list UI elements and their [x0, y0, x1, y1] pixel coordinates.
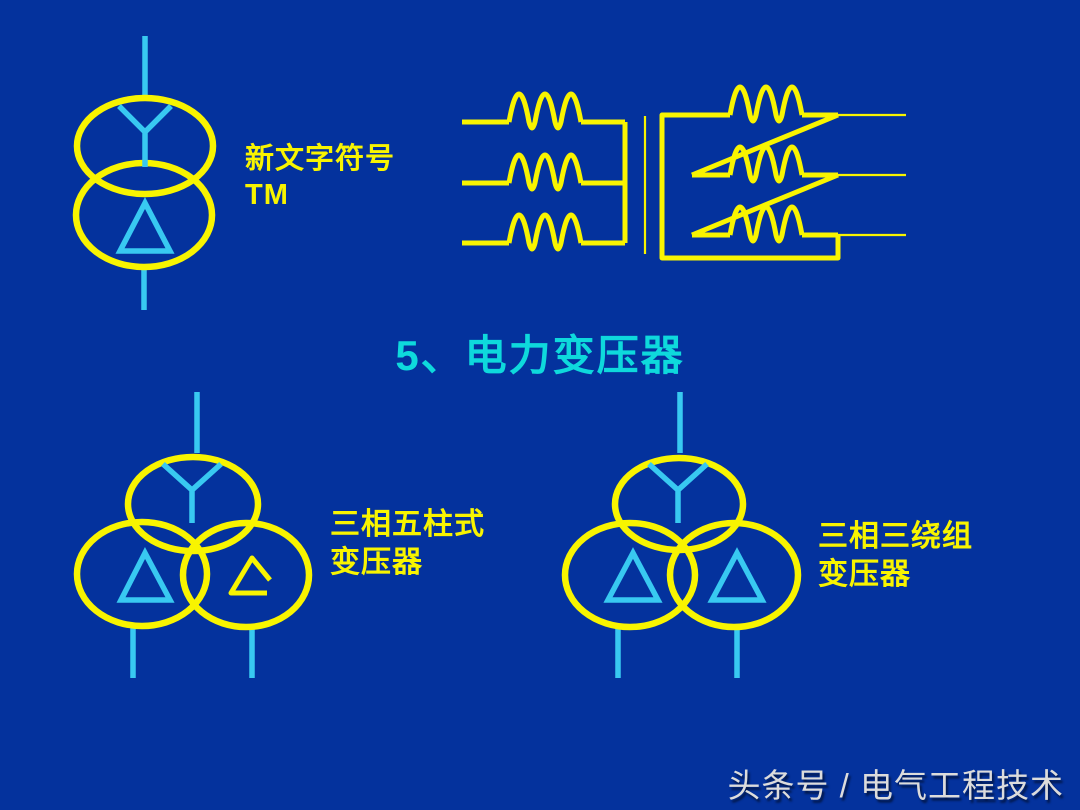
five-limb-label-line1: 三相五柱式	[330, 508, 485, 541]
slide-title: 5、电力变压器	[395, 332, 685, 379]
primary-winding-circle	[73, 94, 217, 198]
star-winding-group	[462, 91, 628, 252]
new-symbol-annotation-line1: 新文字符号	[245, 143, 396, 175]
watermark: 头条号 / 电气工程技术	[727, 767, 1064, 804]
three-winding-label-line2: 变压器	[818, 558, 911, 591]
wye-icon	[161, 461, 223, 523]
three-winding-transformer-icon	[561, 392, 802, 678]
right-delta-icon	[707, 547, 767, 603]
new-symbol-annotation: 新文字符号 TM	[245, 141, 395, 213]
winding-schematic	[462, 84, 906, 261]
zigzag-bracket	[659, 112, 841, 261]
new-symbol-annotation-line2: TM	[245, 179, 289, 211]
right-winding-circle	[179, 519, 313, 631]
left-delta-icon	[603, 547, 663, 603]
zigzag-winding-group	[659, 84, 906, 261]
wye-icon	[647, 461, 709, 523]
wye-icon	[117, 104, 173, 167]
phase-c-coil	[506, 212, 584, 252]
right-winding-circle	[666, 519, 802, 631]
zigzag-coil-a	[727, 84, 805, 124]
two-winding-transformer-icon	[72, 36, 217, 310]
phase-a-coil	[506, 91, 584, 131]
left-winding-circle	[561, 519, 699, 631]
five-limb-transformer-icon	[73, 392, 313, 678]
delta-icon	[116, 547, 175, 603]
five-limb-transformer-label: 三相五柱式 变压器	[330, 506, 485, 582]
zigzag-coil-c	[727, 204, 805, 244]
left-winding-circle	[73, 518, 211, 630]
three-winding-label-line1: 三相三绕组	[818, 520, 973, 553]
phase-b-coil	[506, 152, 584, 192]
open-delta-icon	[228, 555, 272, 596]
five-limb-label-line2: 变压器	[330, 546, 423, 579]
zigzag-coil-b	[727, 144, 805, 184]
delta-icon	[115, 197, 175, 254]
three-winding-transformer-label: 三相三绕组 变压器	[818, 518, 973, 594]
